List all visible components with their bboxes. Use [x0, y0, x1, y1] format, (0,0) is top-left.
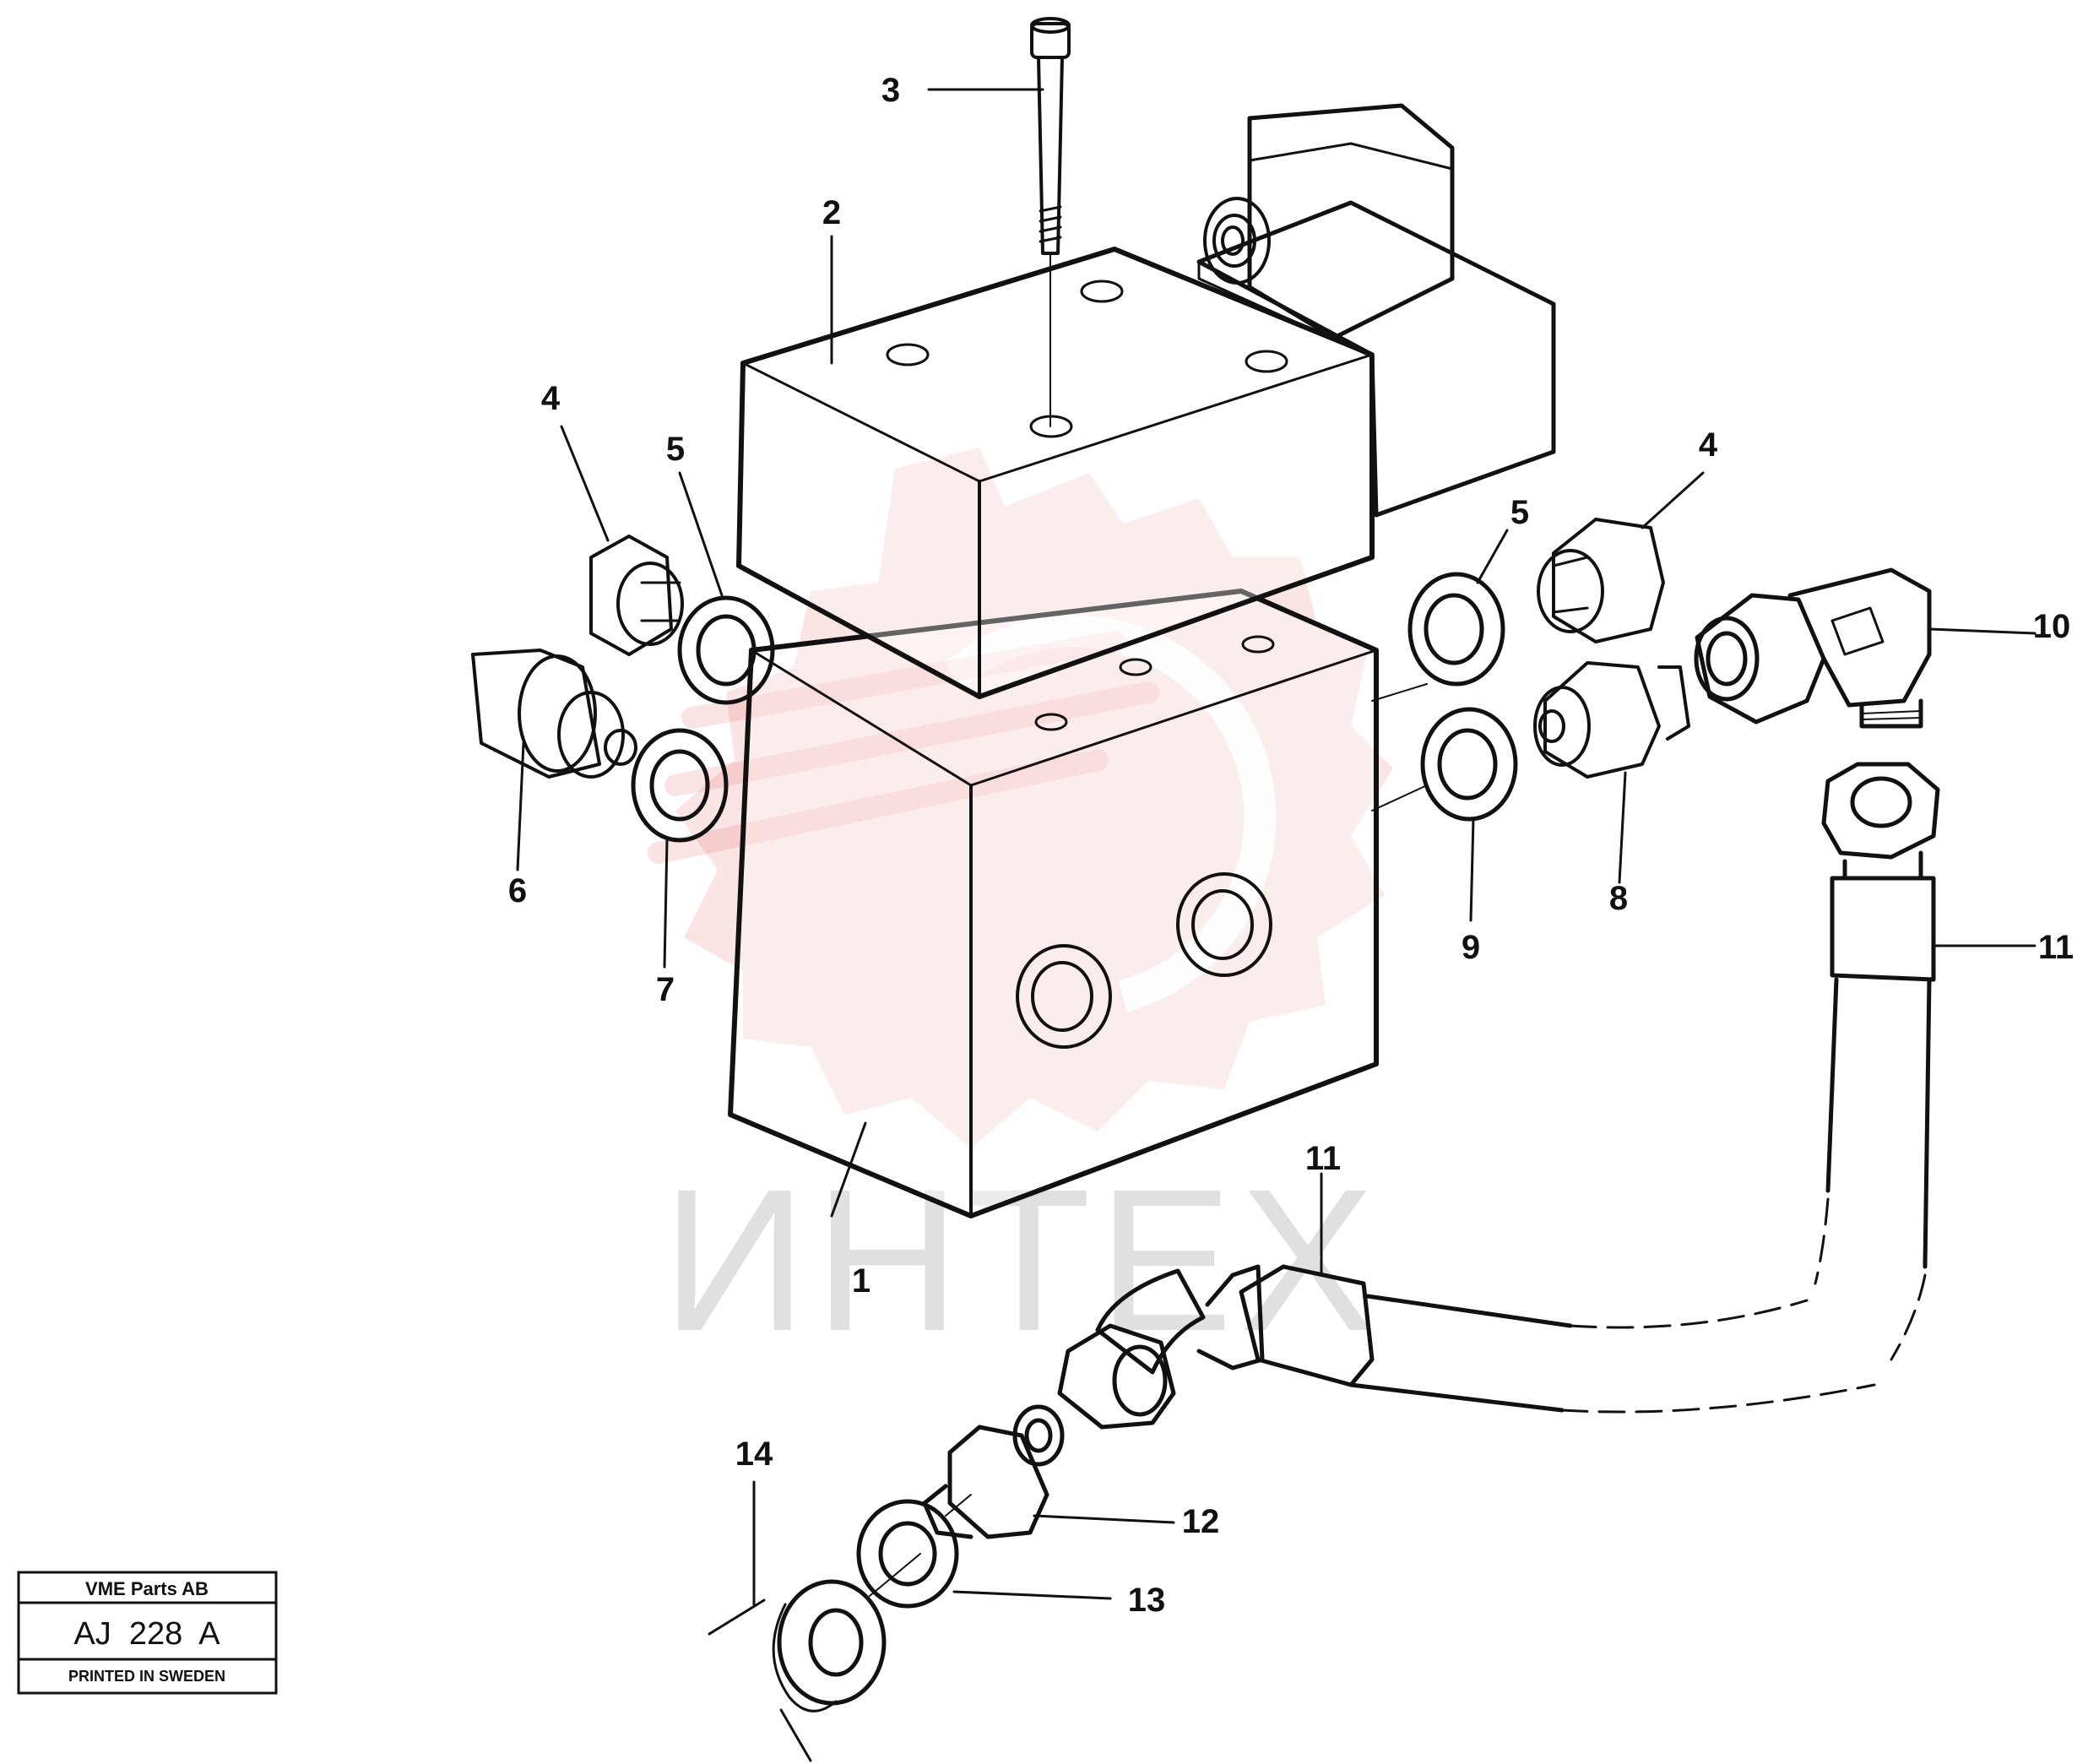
watermark-stripes: [648, 631, 1159, 864]
callout-11-right: 11: [2038, 929, 2074, 966]
bolt: [1030, 17, 1071, 427]
washer-right-lower: [1420, 707, 1518, 822]
leader-lines: [516, 88, 2036, 1606]
solenoid: [1196, 103, 1556, 518]
title-box: VME Parts AB AJ 228 A PRINTED IN SWEDEN: [17, 1571, 278, 1695]
callout-8: 8: [1609, 880, 1628, 917]
valve-block-upper: [736, 247, 1375, 699]
callout-2: 2: [822, 194, 841, 231]
washer-lower: [856, 1499, 959, 1609]
watermark-text: ИНТЕХ: [662, 1147, 1382, 1373]
callout-7: 7: [656, 971, 675, 1008]
callout-14: 14: [735, 1436, 773, 1473]
washer-left-lower: [631, 728, 729, 843]
callout-4-left: 4: [541, 380, 561, 417]
callout-11-lower: 11: [1305, 1140, 1341, 1177]
callout-1: 1: [852, 1262, 870, 1300]
plug-right: [1537, 518, 1665, 643]
title-box-code: AJ 228 A: [73, 1616, 220, 1652]
connector-plug-icon: [1203, 197, 1271, 285]
nipple-right: [1533, 661, 1690, 779]
nipple-left: [471, 649, 637, 779]
washer-right-upper: [1407, 572, 1505, 687]
callout-5-right: 5: [1510, 494, 1529, 531]
washer-left-upper: [677, 595, 775, 705]
elbow-fitting: [1694, 567, 1932, 729]
union-nut-lower: [708, 1579, 887, 1762]
callout-10: 10: [2033, 608, 2071, 645]
callout-6: 6: [508, 872, 527, 909]
callout-3: 3: [881, 72, 900, 109]
title-box-company: VME Parts AB: [85, 1578, 209, 1599]
watermark-ring-icon: [943, 615, 1277, 1012]
hose-lower: [1057, 1264, 1876, 1430]
hose-right: [1814, 762, 1940, 1361]
callout-4-right: 4: [1699, 426, 1718, 464]
callout-12: 12: [1182, 1503, 1220, 1540]
callout-13: 13: [1128, 1582, 1166, 1619]
callouts: 1 2 3 4 5 6 7 4 5 8 9 10 11 11 12 13 14: [508, 72, 2074, 1619]
title-box-footer: PRINTED IN SWEDEN: [68, 1668, 225, 1685]
port-hole-right: [1176, 872, 1272, 977]
port-hole-left: [1016, 944, 1112, 1049]
callout-9: 9: [1462, 929, 1480, 966]
valve-block-lower: [728, 589, 1379, 1219]
callout-5-left: 5: [666, 431, 685, 468]
plug-left: [589, 535, 684, 656]
